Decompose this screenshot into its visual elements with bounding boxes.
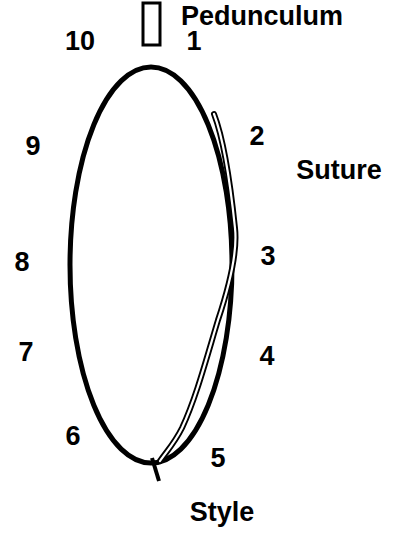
position-number: 2 bbox=[249, 123, 264, 150]
suture-gap bbox=[160, 114, 236, 461]
position-number: 10 bbox=[65, 28, 95, 55]
position-number: 8 bbox=[14, 249, 29, 276]
position-number: 5 bbox=[210, 445, 225, 472]
pedunculum-stalk bbox=[143, 3, 160, 45]
fruit-outline bbox=[70, 67, 232, 463]
position-number: 3 bbox=[260, 243, 275, 270]
position-number: 7 bbox=[18, 339, 33, 366]
part-label: Pedunculum bbox=[181, 3, 343, 30]
style-stalk bbox=[152, 458, 159, 481]
position-number: 1 bbox=[186, 28, 201, 55]
part-label: Suture bbox=[296, 157, 382, 184]
suture-line bbox=[160, 114, 236, 461]
position-number: 9 bbox=[25, 133, 40, 160]
position-number: 4 bbox=[259, 343, 274, 370]
part-label: Style bbox=[190, 499, 255, 526]
position-number: 6 bbox=[65, 423, 80, 450]
